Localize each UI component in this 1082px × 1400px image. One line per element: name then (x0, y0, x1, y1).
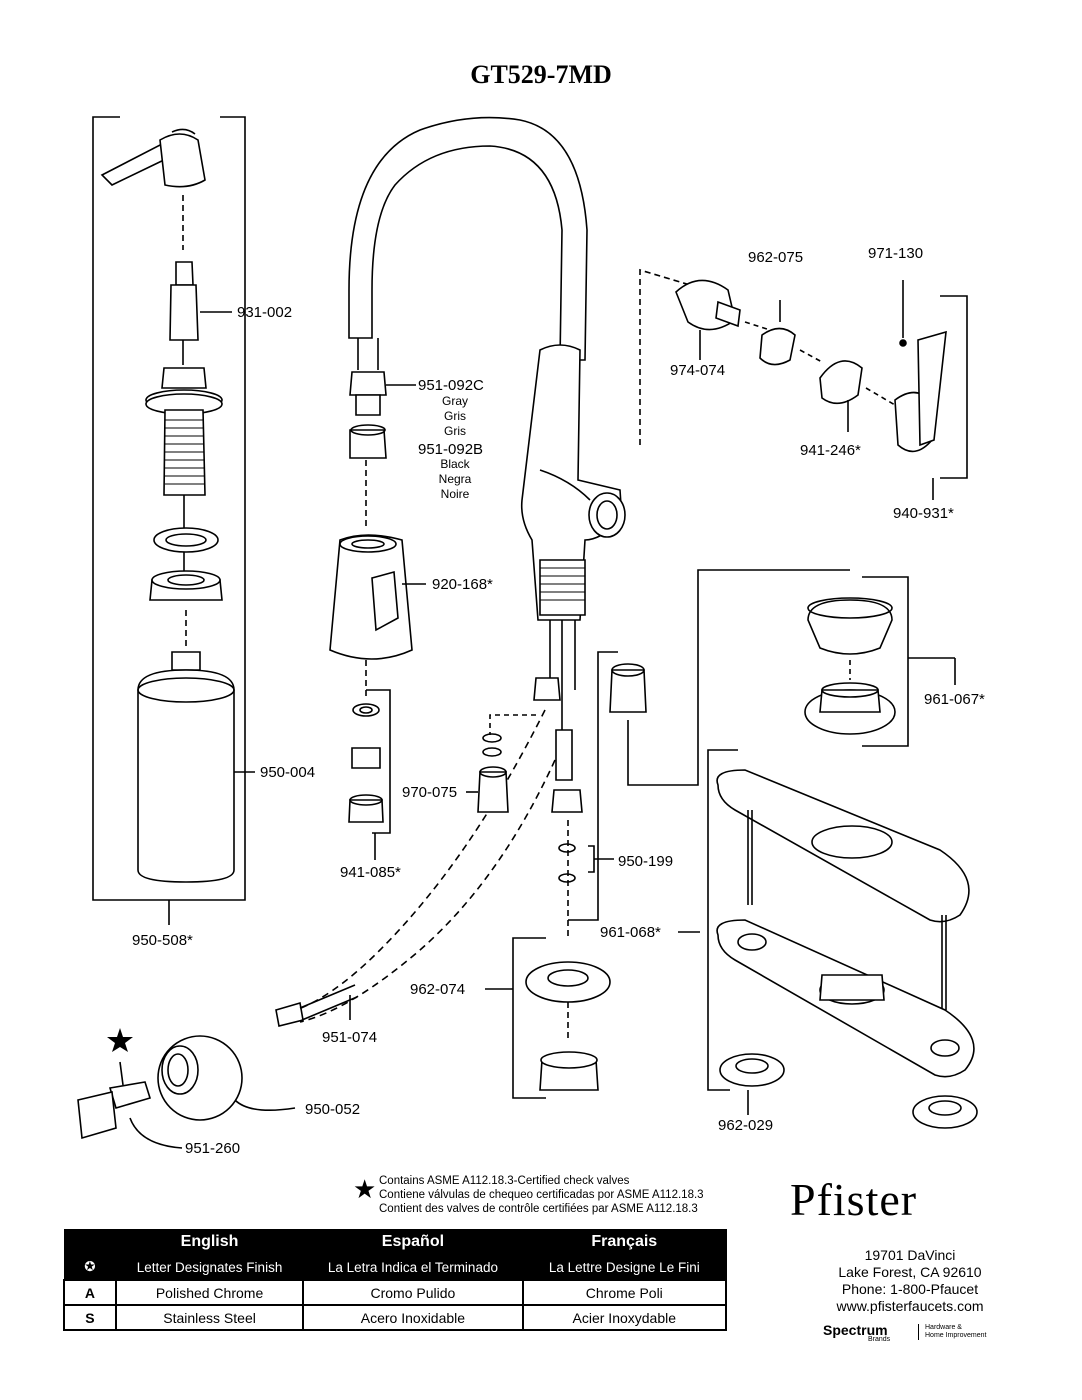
subheader-english: Letter Designates Finish (115, 1254, 304, 1281)
label-950-199: 950-199 (618, 853, 673, 870)
handle-assembly (639, 268, 968, 500)
subheader-espanol: La Letra Indica el Terminado (302, 1254, 524, 1281)
aerator-parts (348, 689, 391, 834)
label-961-068: 961-068* (600, 924, 661, 941)
note-en: Contains ASME A112.18.3-Certified check … (379, 1175, 630, 1187)
finish-table: English Español Français ✪ Letter Design… (63, 1229, 728, 1331)
label-962-029: 962-029 (718, 1117, 773, 1134)
star-icon: ★ (353, 1174, 377, 1204)
company-address: 19701 DaVinci Lake Forest, CA 92610 Phon… (800, 1247, 1020, 1315)
check-valve-951-260 (77, 1028, 152, 1140)
spectrum-sub: Brands (868, 1336, 891, 1343)
note-fr: Contient des valves de contrôle certifié… (379, 1203, 698, 1215)
finish-code: A (63, 1279, 117, 1306)
label-920-168: 920-168* (432, 576, 493, 593)
label-950-052: 950-052 (305, 1101, 360, 1118)
finish-fr: Acier Inoxydable (521, 1304, 728, 1331)
soap-dispenser-assembly (92, 116, 246, 901)
address-line-2: Lake Forest, CA 92610 (838, 1264, 982, 1280)
label-940-931: 940-931* (893, 505, 954, 522)
label-gray-en: Gray (442, 394, 468, 408)
diagram-title: GT529-7MD (470, 60, 612, 89)
side-spray-950-052 (157, 1035, 243, 1121)
label-951-092B: 951-092B (418, 441, 483, 458)
finish-es: Cromo Pulido (302, 1279, 524, 1306)
finish-key-icon: ✪ (63, 1254, 117, 1281)
spray-head (329, 460, 413, 700)
pull-out-hose (275, 677, 583, 1027)
label-951-092C: 951-092C (418, 377, 484, 394)
label-971-130: 971-130 (868, 245, 923, 262)
label-974-074: 974-074 (670, 362, 725, 379)
table-row: A Polished Chrome Cromo Pulido Chrome Po… (63, 1279, 728, 1306)
header-espanol: Español (302, 1229, 524, 1255)
table-row: S Stainless Steel Acero Inoxidable Acier… (63, 1304, 728, 1331)
finish-es: Acero Inoxidable (302, 1304, 524, 1331)
faucet-body (348, 116, 626, 760)
mounting-nut-962-074 (512, 937, 611, 1099)
label-gray-es: Gris (444, 409, 466, 423)
phone: Phone: 1-800-Pfaucet (841, 1281, 979, 1297)
address-line-1: 19701 DaVinci (864, 1247, 956, 1263)
label-951-074: 951-074 (322, 1029, 377, 1046)
label-gray-fr: Gris (444, 424, 466, 438)
label-970-075: 970-075 (402, 784, 457, 801)
label-950-004: 950-004 (260, 764, 315, 781)
finish-fr: Chrome Poli (521, 1279, 728, 1306)
exploded-parts-diagram: 931-002 950-004 950-508* 951-092C Gray G… (77, 116, 985, 1157)
header-english: English (115, 1229, 304, 1255)
label-962-075: 962-075 (748, 249, 803, 266)
label-black-es: Negra (439, 472, 472, 486)
finish-en: Stainless Steel (114, 1304, 305, 1331)
label-941-085: 941-085* (340, 864, 401, 881)
label-961-067: 961-067* (924, 691, 985, 708)
label-black-en: Black (440, 457, 470, 471)
finish-en: Polished Chrome (114, 1279, 305, 1306)
subheader-francais: La Lettre Designe Le Fini (522, 1254, 727, 1281)
hose-connectors (349, 338, 387, 459)
deck-plate (707, 749, 978, 1129)
website: www.pfisterfaucets.com (836, 1298, 984, 1314)
header-francais: Français (522, 1229, 727, 1255)
pfister-logo: Pfister (790, 1174, 918, 1225)
escutcheon-961-067 (804, 576, 909, 747)
label-931-002: 931-002 (237, 304, 292, 321)
supply-nut-961-068 (568, 569, 850, 921)
fittings-970-075 (477, 714, 536, 813)
finish-code: S (63, 1304, 117, 1331)
washers-950-199 (558, 843, 595, 883)
label-950-508: 950-508* (132, 932, 193, 949)
label-941-246: 941-246* (800, 442, 861, 459)
label-962-074: 962-074 (410, 981, 465, 998)
division-label: Hardware & Home Improvement (918, 1324, 986, 1340)
brand-logo: Pfister (790, 1175, 1030, 1225)
label-black-fr: Noire (441, 487, 470, 501)
note-es: Contiene válvulas de chequeo certificada… (379, 1189, 704, 1201)
label-951-260: 951-260 (185, 1140, 240, 1157)
spectrum-logo: Spectrum (823, 1322, 888, 1338)
